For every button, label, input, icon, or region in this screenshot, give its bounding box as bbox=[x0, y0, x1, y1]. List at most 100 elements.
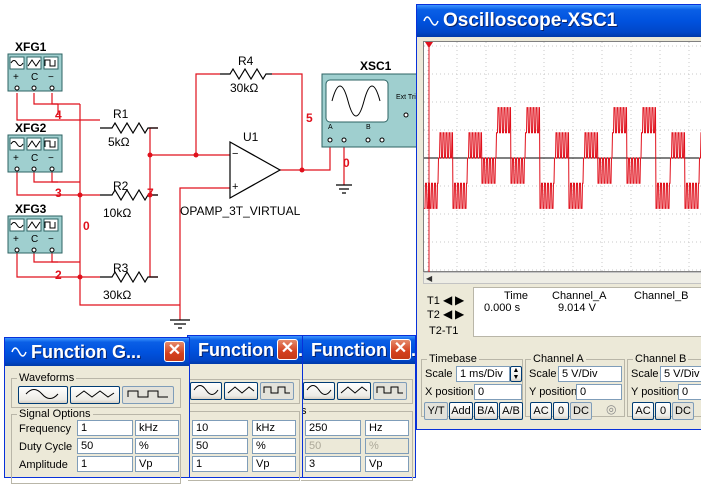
fg3-title: Function G... bbox=[311, 340, 415, 360]
fg2-amplitude-unit[interactable]: Vp bbox=[252, 456, 296, 472]
fg3-amplitude-unit[interactable]: Vp bbox=[365, 456, 409, 472]
ba-mode-button[interactable]: B/A bbox=[474, 402, 498, 420]
t2-label: T2 bbox=[427, 309, 440, 321]
scroll-left-arrow-icon[interactable]: ◀ bbox=[426, 274, 433, 283]
resistor-symbols bbox=[100, 67, 352, 329]
fg1-triangle-button[interactable] bbox=[70, 386, 120, 404]
channel-a-scale-input[interactable]: 5 V/Div bbox=[558, 366, 622, 382]
resistor-value-r1: 5kΩ bbox=[108, 135, 130, 149]
resistor-ref-r3: R3 bbox=[113, 261, 129, 275]
fg2-sine-button[interactable] bbox=[190, 382, 222, 400]
fg1-duty-input[interactable]: 50 bbox=[77, 438, 133, 454]
oscilloscope-symbol[interactable] bbox=[321, 73, 419, 148]
fg2-amplitude-input[interactable]: 1 bbox=[192, 456, 248, 472]
svg-text:−: − bbox=[48, 72, 54, 83]
timebase-xpos-label: X position bbox=[425, 386, 474, 398]
scope-horizontal-scrollbar[interactable]: ◀ bbox=[423, 272, 701, 284]
channel-a-scale-label: Scale bbox=[529, 368, 557, 380]
t1-right-arrow-icon[interactable]: ▶ bbox=[455, 293, 465, 307]
oscilloscope-titlebar[interactable]: Oscilloscope-XSC1 bbox=[417, 5, 701, 37]
channel-a-zero-button[interactable]: 0 bbox=[553, 402, 569, 420]
fg1-amplitude-unit[interactable]: Vp bbox=[135, 456, 179, 472]
generator-symbol-xfg3[interactable]: +C− bbox=[7, 215, 63, 254]
channel-b-group: Channel B Scale 5 V/Div Y position 0 AC … bbox=[627, 353, 701, 420]
fg1-frequency-unit[interactable]: kHz bbox=[135, 420, 179, 436]
timebase-scale-input[interactable]: 1 ms/Div bbox=[456, 366, 510, 382]
fg3-amplitude-input[interactable]: 3 bbox=[305, 456, 361, 472]
channel-a-ac-button[interactable]: AC bbox=[530, 402, 552, 420]
timebase-scale-spinner-icon[interactable]: ▲▼ bbox=[510, 366, 522, 382]
fg2-triangle-button[interactable] bbox=[224, 382, 258, 400]
fg1-waveforms-group: Waveforms bbox=[11, 372, 181, 408]
fg3-triangle-button[interactable] bbox=[337, 382, 371, 400]
fg1-waveforms-title: Waveforms bbox=[17, 372, 77, 384]
fg1-close-button[interactable]: ✕ bbox=[164, 341, 185, 362]
fg3-signal-options-title: s bbox=[299, 405, 309, 417]
fg2-duty-input[interactable]: 50 bbox=[192, 438, 248, 454]
ab-mode-button[interactable]: A/B bbox=[499, 402, 523, 420]
fg3-sine-button[interactable] bbox=[303, 382, 335, 400]
fg1-amplitude-label: Amplitude bbox=[19, 459, 68, 471]
fg1-sine-button[interactable] bbox=[18, 386, 68, 404]
function-generator-window-xfg2[interactable]: Function G... ✕ 10 kHz 50 % 1 Vp bbox=[187, 335, 303, 481]
net-label-0-scope: 0 bbox=[343, 156, 350, 170]
fg1-square-button[interactable] bbox=[122, 386, 174, 404]
channel-b-ac-button[interactable]: AC bbox=[632, 402, 654, 420]
channel-b-zero-button[interactable]: 0 bbox=[655, 402, 671, 420]
resistor-ref-r2: R2 bbox=[113, 179, 129, 193]
schematic-wires bbox=[16, 73, 345, 320]
channel-a-group: Channel A Scale 5 V/Div Y position 0 AC … bbox=[525, 353, 625, 420]
resistor-value-r4: 30kΩ bbox=[230, 81, 259, 95]
fg1-amplitude-input[interactable]: 1 bbox=[77, 456, 133, 472]
fg3-frequency-unit[interactable]: Hz bbox=[365, 420, 409, 436]
fg3-duty-input[interactable]: 50 bbox=[305, 438, 361, 454]
channel-a-ypos-label: Y position bbox=[529, 386, 578, 398]
channel-a-radio-icon[interactable]: ◎ bbox=[606, 402, 617, 416]
cursor-readout-panel: T1 ◀ ▶ T2 ◀ ▶ T2-T1 Time Channel_A Chann… bbox=[423, 287, 701, 341]
channel-a-title: Channel A bbox=[531, 353, 586, 365]
scope-channel-a-trace bbox=[424, 107, 701, 209]
channel-b-ypos-input[interactable]: 0 bbox=[678, 384, 701, 400]
fg3-frequency-input[interactable]: 250 bbox=[305, 420, 361, 436]
generator-label-xfg1: XFG1 bbox=[15, 40, 47, 54]
svg-text:C: C bbox=[31, 72, 38, 83]
opamp-model: OPAMP_3T_VIRTUAL bbox=[180, 204, 301, 218]
fg3-close-button[interactable]: ✕ bbox=[390, 339, 411, 360]
channel-b-dc-button[interactable]: DC bbox=[672, 402, 694, 420]
svg-text:+: + bbox=[13, 234, 19, 245]
fg2-duty-unit[interactable]: % bbox=[252, 438, 296, 454]
timebase-xpos-input[interactable]: 0 bbox=[474, 384, 522, 400]
t2-right-arrow-icon[interactable]: ▶ bbox=[455, 307, 465, 321]
channel-a-ypos-input[interactable]: 0 bbox=[576, 384, 622, 400]
fg3-duty-unit[interactable]: % bbox=[365, 438, 409, 454]
generator-symbol-xfg2[interactable]: +C− bbox=[7, 134, 63, 173]
scope-ref: XSC1 bbox=[360, 59, 392, 73]
fg3-square-button[interactable] bbox=[373, 382, 407, 400]
scope-channel-a-label: A bbox=[328, 124, 333, 131]
oscilloscope-window[interactable]: Oscilloscope-XSC1 ◀ T1 ◀ ▶ T2 ◀ ▶ T2-T1 … bbox=[416, 4, 701, 430]
yt-mode-button[interactable]: Y/T bbox=[424, 402, 448, 420]
fg1-titlebar[interactable]: Function G... bbox=[5, 338, 189, 366]
junction-dots bbox=[77, 152, 305, 280]
opamp-minus-sign: − bbox=[232, 148, 239, 160]
fg2-frequency-input[interactable]: 10 bbox=[192, 420, 248, 436]
function-generator-window-xfg1[interactable]: Function G... ✕ Waveforms Signal Options… bbox=[4, 337, 190, 484]
t1-left-arrow-icon[interactable]: ◀ bbox=[443, 293, 453, 307]
function-generator-window-xfg3[interactable]: Function G... ✕ s 250 Hz 50 % 3 Vp bbox=[299, 335, 416, 481]
scope-display[interactable] bbox=[423, 41, 701, 273]
channel-b-scale-input[interactable]: 5 V/Div bbox=[660, 366, 701, 382]
generator-symbol-xfg1[interactable]: +C− bbox=[7, 53, 63, 92]
fg1-duty-unit[interactable]: % bbox=[135, 438, 179, 454]
time-column-header: Time bbox=[504, 290, 529, 302]
fg2-close-button[interactable]: ✕ bbox=[277, 339, 298, 360]
add-mode-button[interactable]: Add bbox=[449, 402, 473, 420]
oscilloscope-icon bbox=[423, 16, 439, 26]
t2-t1-label: T2-T1 bbox=[429, 325, 459, 337]
fg2-square-button[interactable] bbox=[260, 382, 294, 400]
svg-text:−: − bbox=[48, 153, 54, 164]
fg1-frequency-input[interactable]: 1 bbox=[77, 420, 133, 436]
oscilloscope-title: Oscilloscope-XSC1 bbox=[443, 10, 618, 31]
channel-a-dc-button[interactable]: DC bbox=[570, 402, 592, 420]
t2-left-arrow-icon[interactable]: ◀ bbox=[443, 307, 453, 321]
fg2-frequency-unit[interactable]: kHz bbox=[252, 420, 296, 436]
